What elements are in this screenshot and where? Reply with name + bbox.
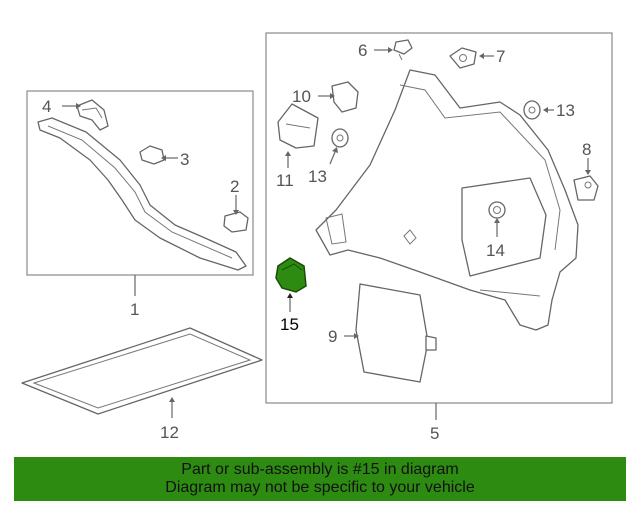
callout-1: 1 <box>130 300 139 319</box>
grommet-14-part <box>488 201 506 219</box>
callout-13a: 13 <box>308 167 327 186</box>
info-banner: Part or sub-assembly is #15 in diagram D… <box>14 457 626 501</box>
callout-13b: 13 <box>556 101 575 120</box>
callout-6: 6 <box>358 41 367 60</box>
assembly-1-frame <box>26 90 254 276</box>
callout-5: 5 <box>430 424 439 443</box>
banner-line-2: Diagram may not be specific to your vehi… <box>165 479 475 496</box>
callout-15: 15 <box>280 315 299 334</box>
clip-4-part <box>76 99 109 131</box>
assembly-5-frame <box>265 32 613 404</box>
callout-11: 11 <box>276 171 294 190</box>
callout-9: 9 <box>328 327 337 346</box>
clip-8-part <box>573 175 599 201</box>
bolt-6-part <box>393 39 413 61</box>
access-cover-part <box>355 283 437 383</box>
callout-3: 3 <box>180 150 189 169</box>
clip-3-part <box>139 145 165 165</box>
clip-2-part <box>223 211 249 233</box>
parts-diagram: 1 2 3 4 5 6 7 8 9 10 11 12 13 13 14 15 <box>21 32 613 443</box>
pillar-trim-part <box>37 117 247 271</box>
callout-7: 7 <box>496 47 505 66</box>
callout-4: 4 <box>42 97 51 116</box>
callout-10: 10 <box>292 87 311 106</box>
callout-12: 12 <box>160 423 179 442</box>
grommet-13b-part <box>523 100 541 120</box>
callout-8: 8 <box>582 140 591 159</box>
grommet-13a-part <box>331 128 349 148</box>
quarter-trim-panel-part <box>315 69 579 331</box>
nut-7-part <box>449 47 477 69</box>
banner-line-1: Part or sub-assembly is #15 in diagram <box>181 461 459 478</box>
callout-2: 2 <box>230 177 239 196</box>
callout-14: 14 <box>486 241 505 260</box>
part-15-highlighted <box>275 257 307 293</box>
floor-panel-part <box>21 327 263 415</box>
bracket-11-part <box>277 103 319 149</box>
bracket-10-part <box>331 81 359 113</box>
